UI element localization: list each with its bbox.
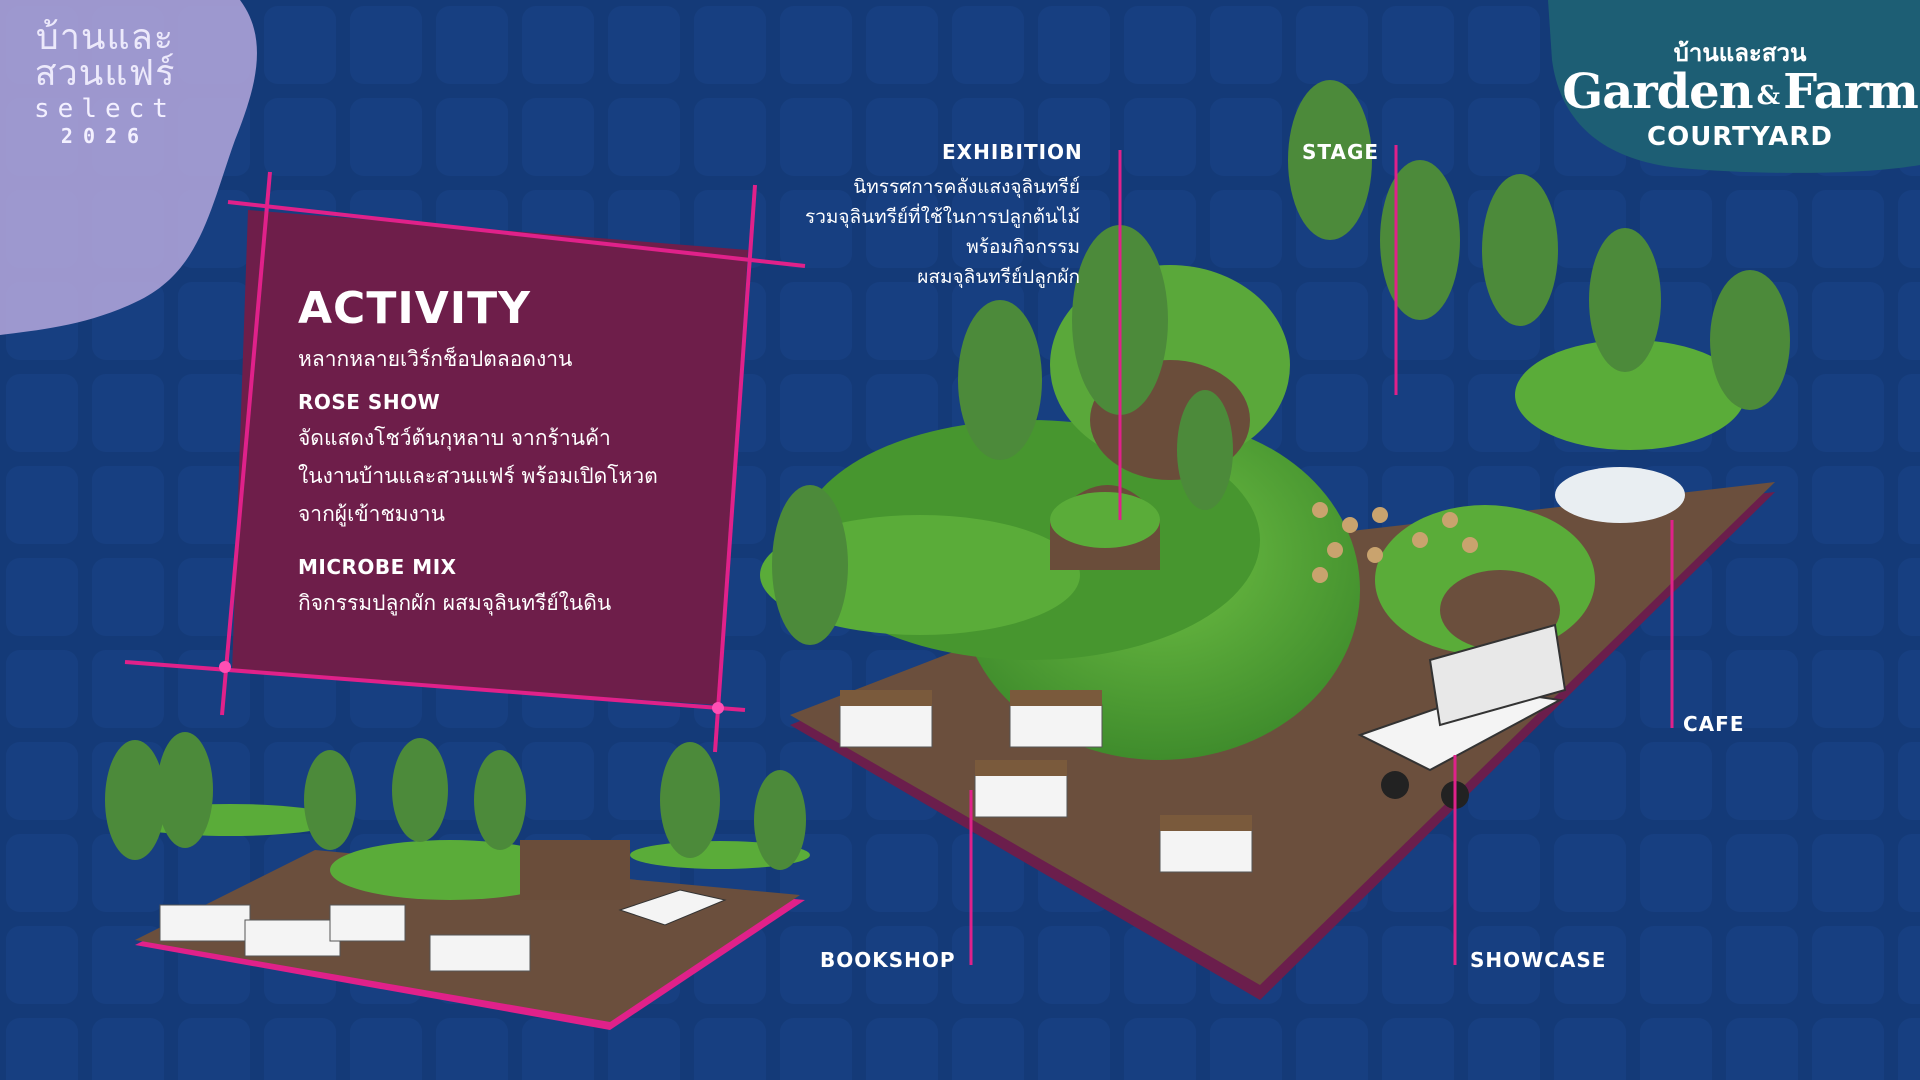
site-plan-main	[760, 80, 1790, 1000]
rose-show-line: จากผู้เข้าชมงาน	[298, 502, 445, 526]
microbe-mix-description: กิจกรรมปลูกผัก ผสมจุลินทรีย์ในดิน	[298, 584, 611, 622]
microbe-mix-heading: MICROBE MIX	[298, 555, 457, 579]
showcase-label: SHOWCASE	[1470, 948, 1607, 972]
courtyard-logo-backdrop	[1548, 0, 1920, 173]
logo-backdrop-blob	[0, 0, 257, 335]
fair-logo: บ้านและสวนแฟร์ select 2026	[30, 17, 180, 149]
activity-card-frame	[124, 171, 806, 753]
fair-logo-year: 2026	[60, 124, 150, 148]
bookshop-label: BOOKSHOP	[820, 948, 956, 972]
exhibition-description: นิทรรศการคลังแสงจุลินทรีย์ รวมจุลินทรีย์…	[760, 172, 1080, 292]
activity-subtitle: หลากหลายเวิร์กช็อปตลอดงาน	[298, 347, 573, 371]
exhibition-label: EXHIBITION	[942, 140, 1083, 164]
activity-title: ACTIVITY	[298, 283, 532, 334]
truck	[1357, 623, 1567, 809]
brand-right: Farm	[1783, 64, 1919, 120]
courtyard-logo-subtitle: COURTYARD	[1647, 121, 1833, 152]
rose-show-description: จัดแสดงโชว์ต้นกุหลาบ จากร้านค้า ในงานบ้า…	[298, 419, 658, 533]
fair-logo-thai-text: บ้านและสวนแฟร์	[34, 17, 176, 94]
rose-show-line: ในงานบ้านและสวนแฟร์ พร้อมเปิดโหวต	[298, 464, 658, 488]
courtyard-logo-thai-text: บ้านและสวน	[1673, 39, 1807, 67]
microbe-mix-line: กิจกรรมปลูกผัก ผสมจุลินทรีย์ในดิน	[298, 591, 612, 615]
exhibition-line: รวมจุลินทรีย์ที่ใช้ในการปลูกต้นไม้	[805, 206, 1080, 228]
brand-left: Garden	[1562, 64, 1753, 120]
courtyard-logo: บ้านและสวน Garden&Farm COURTYARD	[1560, 40, 1920, 152]
rose-show-heading: ROSE SHOW	[298, 390, 441, 414]
cafe-label: CAFE	[1683, 712, 1745, 736]
rose-show-line: จัดแสดงโชว์ต้นกุหลาบ จากร้านค้า	[298, 426, 611, 450]
exhibition-line: นิทรรศการคลังแสงจุลินทรีย์	[853, 176, 1080, 198]
site-plan-secondary	[105, 732, 810, 1030]
callout-lines	[969, 145, 1674, 965]
exhibition-line: พร้อมกิจกรรม	[966, 236, 1080, 258]
stage-label: STAGE	[1302, 140, 1380, 164]
exhibition-line: ผสมจุลินทรีย์ปลูกผัก	[917, 266, 1080, 288]
courtyard-logo-brand: Garden&Farm	[1560, 66, 1920, 122]
fair-logo-select: select	[34, 94, 176, 124]
brand-ampersand: &	[1756, 80, 1781, 111]
activity-card: ACTIVITY หลากหลายเวิร์กช็อปตลอดงาน ROSE …	[228, 205, 708, 695]
